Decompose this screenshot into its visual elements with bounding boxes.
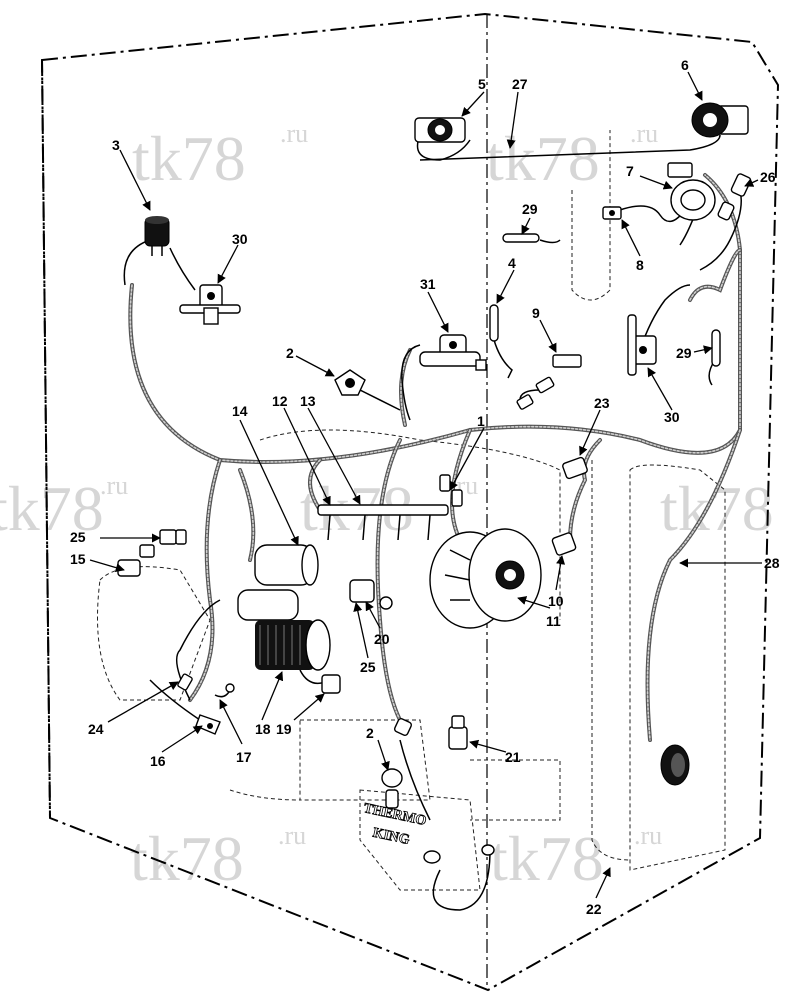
component-10-switch [551, 532, 577, 556]
callout-19: 19 [276, 721, 292, 737]
callout-29-right: 29 [676, 345, 692, 361]
callout-4: 4 [508, 255, 516, 271]
component-14-starter-solenoid [254, 544, 319, 586]
watermark: tk78 [486, 123, 600, 194]
callout-30: 30 [232, 231, 248, 247]
callout-23: 23 [594, 395, 610, 411]
component-23-switch [562, 456, 588, 480]
component-1-connector [439, 474, 463, 507]
callout-17: 17 [236, 749, 252, 765]
callout-16: 16 [150, 753, 166, 769]
watermark: tk78 [130, 823, 244, 894]
component-8-switch [602, 206, 622, 220]
watermark-sup: .ru [278, 821, 306, 850]
callout-13: 13 [300, 393, 316, 409]
watermark-group: tk78 .ru tk78 .ru tk78 .ru tk78 .ru tk78… [0, 119, 774, 894]
main-harness [128, 173, 742, 742]
callout-27: 27 [512, 76, 528, 92]
component-4-sensor [489, 304, 499, 342]
callout-10: 10 [548, 593, 564, 609]
callout-9: 9 [532, 305, 540, 321]
component-18-starter-motor [237, 589, 331, 671]
watermark-sup: .ru [100, 471, 128, 500]
component-25-sender [175, 529, 187, 545]
callout-31: 31 [420, 276, 436, 292]
callout-5: 5 [478, 76, 486, 92]
watermark: tk78 [132, 123, 246, 194]
watermark: tk78 [0, 473, 104, 544]
callout-12: 12 [272, 393, 288, 409]
component-26-connector [717, 173, 752, 221]
component-9-connector [516, 354, 582, 410]
callout-18: 18 [255, 721, 271, 737]
component-24-fuse [177, 673, 193, 691]
watermark-sup: .ru [634, 821, 662, 850]
callout-6: 6 [681, 57, 689, 73]
component-2-sensor-mount [334, 369, 366, 396]
component-5-buzzer [414, 117, 466, 143]
component-20-sender [349, 579, 393, 610]
callout-2-lower: 2 [366, 725, 374, 741]
callout-1: 1 [477, 413, 485, 429]
component-15-connector [117, 529, 177, 577]
callout-28: 28 [764, 555, 780, 571]
unit-frame [40, 12, 780, 992]
callout-29: 29 [522, 201, 538, 217]
callout-25: 25 [70, 529, 86, 545]
callout-11: 11 [546, 613, 561, 629]
component-2-lower-sensor [381, 717, 413, 809]
component-29-sensor-right [711, 329, 721, 367]
component-19-switch [321, 674, 341, 694]
component-11-alternator [429, 528, 542, 629]
watermark-sup: .ru [280, 119, 308, 148]
callout-3: 3 [112, 137, 120, 153]
callout-8: 8 [636, 257, 644, 273]
callout-24: 24 [88, 721, 104, 737]
component-12-13-glow-plugs [317, 504, 449, 541]
component-28-connector [660, 744, 690, 786]
watermark-sup: .ru [630, 119, 658, 148]
component-7-sensor [667, 162, 716, 221]
watermark: tk78 [490, 823, 604, 894]
component-30-solenoid-valve [179, 284, 241, 325]
callout-20: 20 [374, 631, 390, 647]
brand-line2: KING [371, 826, 411, 848]
component-21-switch [448, 715, 468, 750]
callout-7: 7 [626, 163, 634, 179]
component-30-solenoid-valve-right [627, 314, 657, 376]
component-3-relay [144, 216, 170, 256]
leader-lines [89, 71, 762, 899]
callout-15: 15 [70, 551, 86, 567]
callout-21: 21 [505, 749, 521, 765]
component-16-cable-end [195, 714, 221, 735]
component-6-horn [691, 102, 749, 138]
callout-14: 14 [232, 403, 248, 419]
component-31-solenoid-valve [419, 334, 487, 371]
brand-plate: THERMO KING [362, 801, 428, 849]
component-29-sensor-upper [502, 233, 540, 243]
callout-25-lower: 25 [360, 659, 376, 675]
callout-30-right: 30 [664, 409, 680, 425]
component-17-ground-strap [214, 683, 235, 698]
component-ground-terminal [423, 844, 495, 864]
callout-22: 22 [586, 901, 602, 917]
callouts: 3 30 5 27 6 7 26 8 29 4 31 9 2 29 30 23 … [70, 57, 780, 917]
wires [123, 134, 742, 911]
callout-2: 2 [286, 345, 294, 361]
callout-26: 26 [760, 169, 776, 185]
